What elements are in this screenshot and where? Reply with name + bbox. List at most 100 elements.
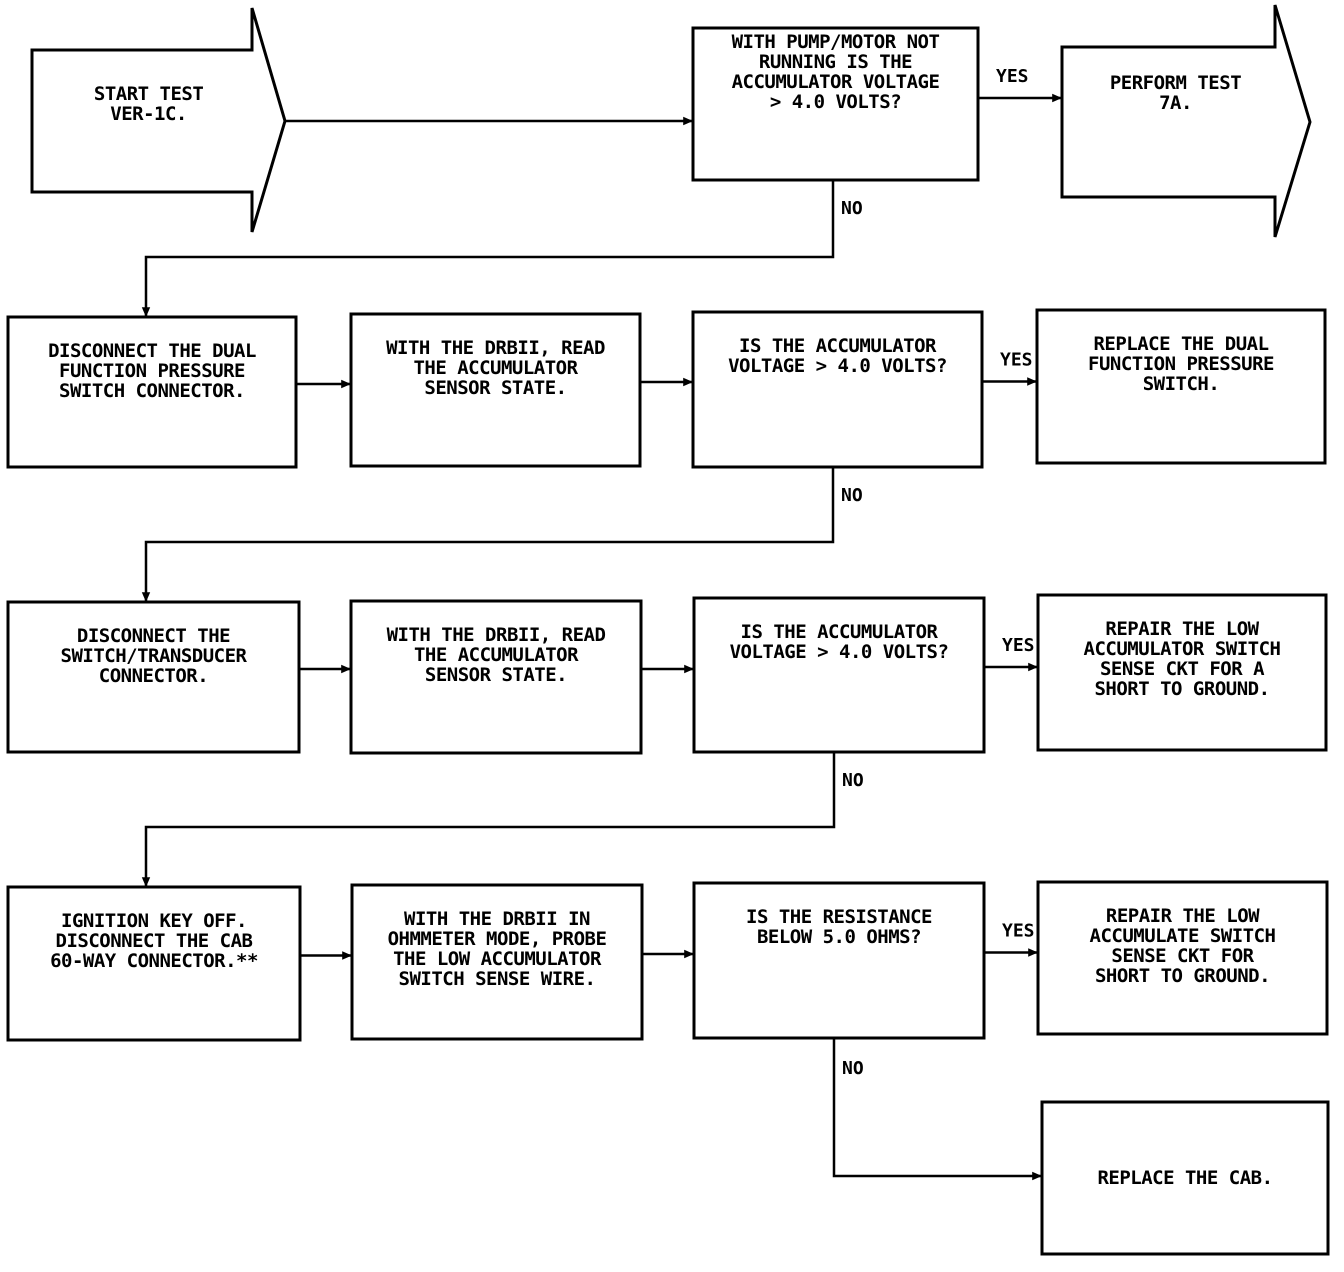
- connector-q2-a3: [144, 467, 835, 602]
- node-text-line: REPLACE THE DUAL: [1093, 333, 1268, 355]
- node-text-line: SWITCH CONNECTOR.: [59, 380, 245, 402]
- end-arrow-shape: [1060, 4, 1312, 238]
- arrowhead-right-icon: [1028, 662, 1038, 672]
- connector-q4-r5: [832, 1038, 1042, 1178]
- no-label: NO: [842, 770, 864, 791]
- node-text-line: WITH THE DRBII, READ: [386, 337, 605, 359]
- no-label: NO: [841, 198, 863, 219]
- arrowhead-right-icon: [684, 664, 694, 674]
- node-text-line: 60-WAY CONNECTOR.**: [50, 950, 258, 972]
- node-text-line: SWITCH SENSE WIRE.: [399, 968, 596, 990]
- connector-q3-a4: [144, 752, 836, 887]
- process-box: [350, 883, 644, 1041]
- arrowhead-down-icon: [141, 592, 151, 602]
- yes-label: YES: [1002, 635, 1035, 656]
- node-text-line: THE LOW ACCUMULATOR: [393, 948, 602, 970]
- edges-layer: [141, 93, 1062, 1181]
- no-label: NO: [841, 485, 863, 506]
- node-text-line: IS THE ACCUMULATOR: [739, 335, 937, 357]
- node-text-line: IS THE ACCUMULATOR: [741, 621, 939, 643]
- node-text-line: THE ACCUMULATOR: [413, 357, 578, 379]
- yes-label: YES: [1000, 350, 1033, 371]
- arrowhead-right-icon: [342, 951, 352, 960]
- process-box: [349, 599, 643, 755]
- node-text-line: RUNNING IS THE: [759, 51, 912, 73]
- start-arrow-shape: [30, 7, 287, 233]
- flow-node-r5: REPLACE THE CAB.: [1040, 1100, 1330, 1256]
- no-label: NO: [842, 1058, 864, 1079]
- arrowhead-right-icon: [1027, 377, 1037, 386]
- node-text-line: PERFORM TEST: [1110, 72, 1241, 94]
- node-text-line: ACCUMULATE SWITCH: [1090, 925, 1276, 947]
- connector-q1-a2: [144, 180, 835, 317]
- arrowhead-right-icon: [1028, 948, 1038, 957]
- arrowhead-right-icon: [341, 379, 351, 389]
- node-text-line: VOLTAGE > 4.0 VOLTS?: [730, 641, 949, 663]
- process-box: [6, 885, 302, 1042]
- process-box: [691, 310, 984, 469]
- arrowhead-right-icon: [684, 949, 694, 959]
- node-text-line: SENSE CKT FOR: [1111, 945, 1254, 967]
- node-text-line: START TEST: [94, 83, 203, 105]
- yes-label: YES: [1002, 921, 1035, 942]
- process-box: [692, 881, 986, 1040]
- node-text-line: SWITCH.: [1143, 373, 1220, 395]
- node-text-line: FUNCTION PRESSURE: [59, 360, 245, 382]
- node-text-line: REPAIR THE LOW: [1106, 905, 1260, 927]
- process-box: [349, 312, 642, 468]
- node-text-line: SHORT TO GROUND.: [1095, 965, 1270, 987]
- node-text-line: SENSOR STATE.: [425, 664, 567, 686]
- node-text-line: FUNCTION PRESSURE: [1088, 353, 1274, 375]
- node-text-line: WITH THE DRBII IN: [404, 908, 590, 930]
- node-text-line: REPLACE THE CAB.: [1097, 1167, 1272, 1189]
- node-text-line: VOLTAGE > 4.0 VOLTS?: [728, 355, 947, 377]
- node-text-line: THE ACCUMULATOR: [414, 644, 579, 666]
- arrowhead-right-icon: [683, 377, 693, 387]
- process-box: [1036, 593, 1328, 752]
- node-text-line: SENSOR STATE.: [424, 377, 566, 399]
- process-box: [6, 315, 298, 469]
- node-text-line: WITH THE DRBII, READ: [387, 624, 606, 646]
- node-text-line: SENSE CKT FOR A: [1100, 658, 1265, 680]
- node-text-line: BELOW 5.0 OHMS?: [757, 926, 921, 948]
- arrowhead-down-icon: [141, 307, 151, 317]
- arrowhead-right-icon: [1052, 93, 1062, 103]
- node-text-line: ACCUMULATOR SWITCH: [1084, 638, 1281, 660]
- process-box: [692, 596, 986, 754]
- node-text-line: DISCONNECT THE: [77, 625, 230, 647]
- node-text-line: SWITCH/TRANSDUCER: [61, 645, 248, 667]
- process-box: [1040, 1100, 1330, 1256]
- process-box: [1036, 880, 1329, 1036]
- node-text-line: IS THE RESISTANCE: [746, 906, 932, 928]
- arrowhead-right-icon: [683, 116, 693, 126]
- node-text-line: WITH PUMP/MOTOR NOT: [732, 31, 940, 53]
- node-text-line: 7A.: [1159, 92, 1192, 114]
- node-text-line: VER-1C.: [110, 103, 187, 125]
- node-text-line: CONNECTOR.: [99, 665, 208, 687]
- process-box: [691, 26, 980, 182]
- edge-labels-layer: YES NO YES NO YES NO YES NO: [841, 66, 1035, 1079]
- arrowhead-right-icon: [1032, 1171, 1042, 1181]
- flow-node-a4: IGNITION KEY OFF.DISCONNECT THE CAB60-WA…: [6, 885, 302, 1042]
- yes-label: YES: [996, 66, 1029, 87]
- node-text-line: OHMMETER MODE, PROBE: [388, 928, 607, 950]
- arrowhead-right-icon: [341, 664, 351, 674]
- process-box: [1035, 308, 1327, 465]
- arrowhead-down-icon: [141, 877, 151, 887]
- flow-node-a3: DISCONNECT THESWITCH/TRANSDUCERCONNECTOR…: [6, 600, 301, 754]
- node-text-line: REPAIR THE LOW: [1105, 618, 1259, 640]
